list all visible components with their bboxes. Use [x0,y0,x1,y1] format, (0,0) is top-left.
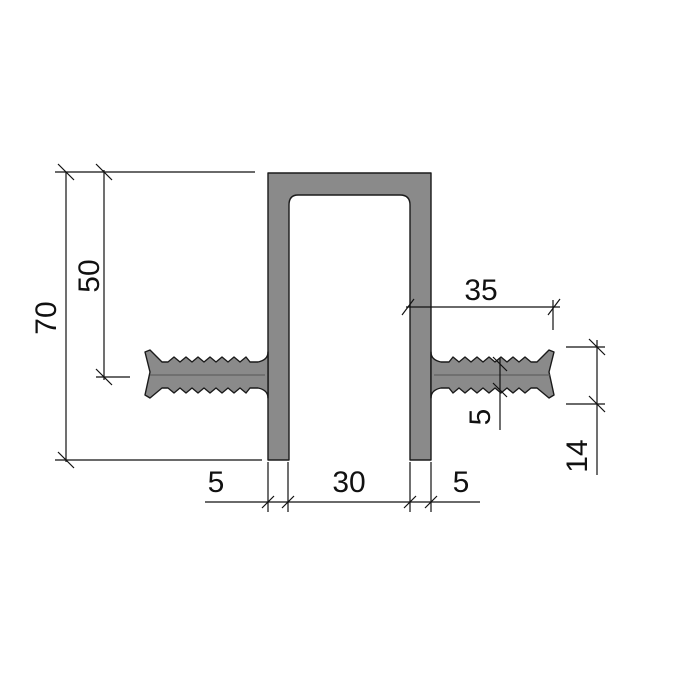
dimension-rib-thickness: 5 [464,356,508,430]
label-5-left: 5 [208,466,225,499]
label-14: 14 [561,439,594,472]
dimension-upper-height: 50 [73,163,130,386]
dimension-bottom-chain: 5 30 5 [205,462,480,512]
dimension-rib-height: 14 [561,338,606,475]
label-5-rib: 5 [464,409,497,426]
label-30: 30 [332,466,365,499]
dimension-total-height: 70 [30,163,262,469]
waterstop-profile [144,172,555,461]
dimension-flange-length: 35 [401,274,561,330]
right-flange [430,349,555,399]
left-flange [144,349,269,399]
label-35: 35 [464,274,497,307]
label-50: 50 [73,259,106,292]
label-70: 70 [30,301,63,334]
label-5-right: 5 [453,466,470,499]
u-channel-body [267,172,432,461]
